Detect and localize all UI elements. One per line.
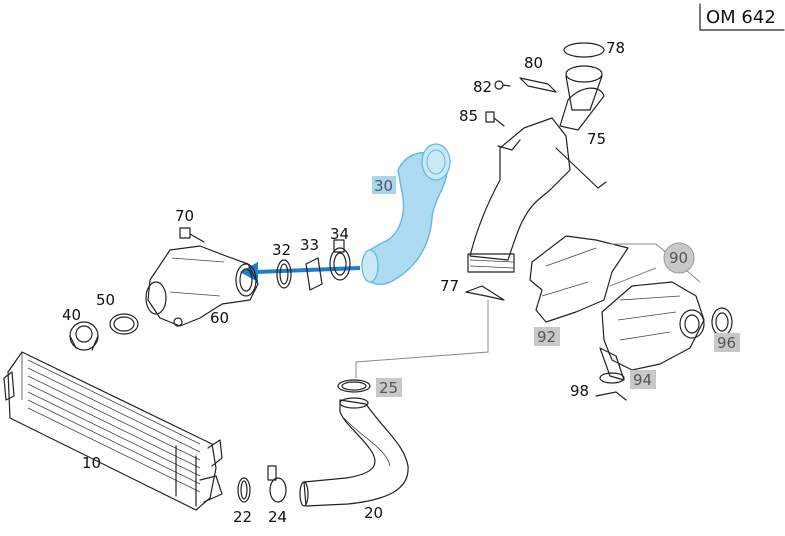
part-78-seal[interactable]: [563, 42, 605, 58]
part-22-o-ring[interactable]: [237, 477, 251, 503]
part-92-cover[interactable]: [529, 235, 629, 323]
label-82: 82: [473, 78, 492, 96]
label-25: 25: [379, 379, 398, 397]
part-10-intercooler[interactable]: [3, 351, 223, 511]
part-70-bolt[interactable]: [179, 227, 205, 243]
engine-code-box: OM 642: [699, 3, 785, 31]
part-25-seal-ring[interactable]: [337, 379, 371, 393]
part-60-housing[interactable]: [145, 245, 259, 327]
label-70: 70: [175, 207, 194, 225]
part-32-o-ring[interactable]: [276, 259, 292, 289]
label-94: 94: [633, 371, 652, 389]
label-33: 33: [300, 236, 319, 254]
engine-code: OM 642: [706, 7, 776, 28]
label-90: 90: [669, 249, 688, 267]
label-40: 40: [62, 306, 81, 324]
part-96-seal[interactable]: [711, 307, 733, 337]
part-34-clamp[interactable]: [329, 239, 351, 281]
part-24-clamp[interactable]: [267, 465, 287, 503]
part-77-clip[interactable]: [465, 285, 505, 301]
flow-arrow: [240, 262, 361, 282]
part-80-bracket[interactable]: [519, 77, 557, 93]
label-85: 85: [459, 107, 478, 125]
label-24: 24: [268, 508, 287, 526]
part-75-inlet-pipe[interactable]: [467, 65, 607, 273]
label-34: 34: [330, 225, 349, 243]
label-92: 92: [537, 328, 556, 346]
label-22: 22: [233, 508, 252, 526]
part-33-clip[interactable]: [305, 257, 323, 291]
label-20: 20: [364, 504, 383, 522]
part-labels: 10 20 22 24 25 30 32 33 34 40 50 60 70 7…: [62, 39, 736, 526]
part-82-screw[interactable]: [494, 80, 511, 90]
part-40-sleeve[interactable]: [69, 321, 99, 351]
label-77: 77: [440, 277, 459, 295]
part-94-compressor[interactable]: [599, 281, 705, 384]
part-85-screw[interactable]: [485, 111, 505, 127]
part-20-charge-pipe[interactable]: [299, 397, 409, 507]
part-50-clamp[interactable]: [109, 313, 139, 335]
label-75: 75: [587, 130, 606, 148]
label-50: 50: [96, 291, 115, 309]
badges: [372, 176, 740, 397]
label-10: 10: [82, 454, 101, 472]
part-30-charge-hose[interactable]: [361, 143, 451, 285]
label-96: 96: [717, 334, 736, 352]
part-98-clip[interactable]: [595, 391, 627, 401]
label-30: 30: [374, 177, 393, 195]
label-98: 98: [570, 382, 589, 400]
label-80: 80: [524, 54, 543, 72]
label-32: 32: [272, 241, 291, 259]
label-78: 78: [606, 39, 625, 57]
label-60: 60: [210, 309, 229, 327]
